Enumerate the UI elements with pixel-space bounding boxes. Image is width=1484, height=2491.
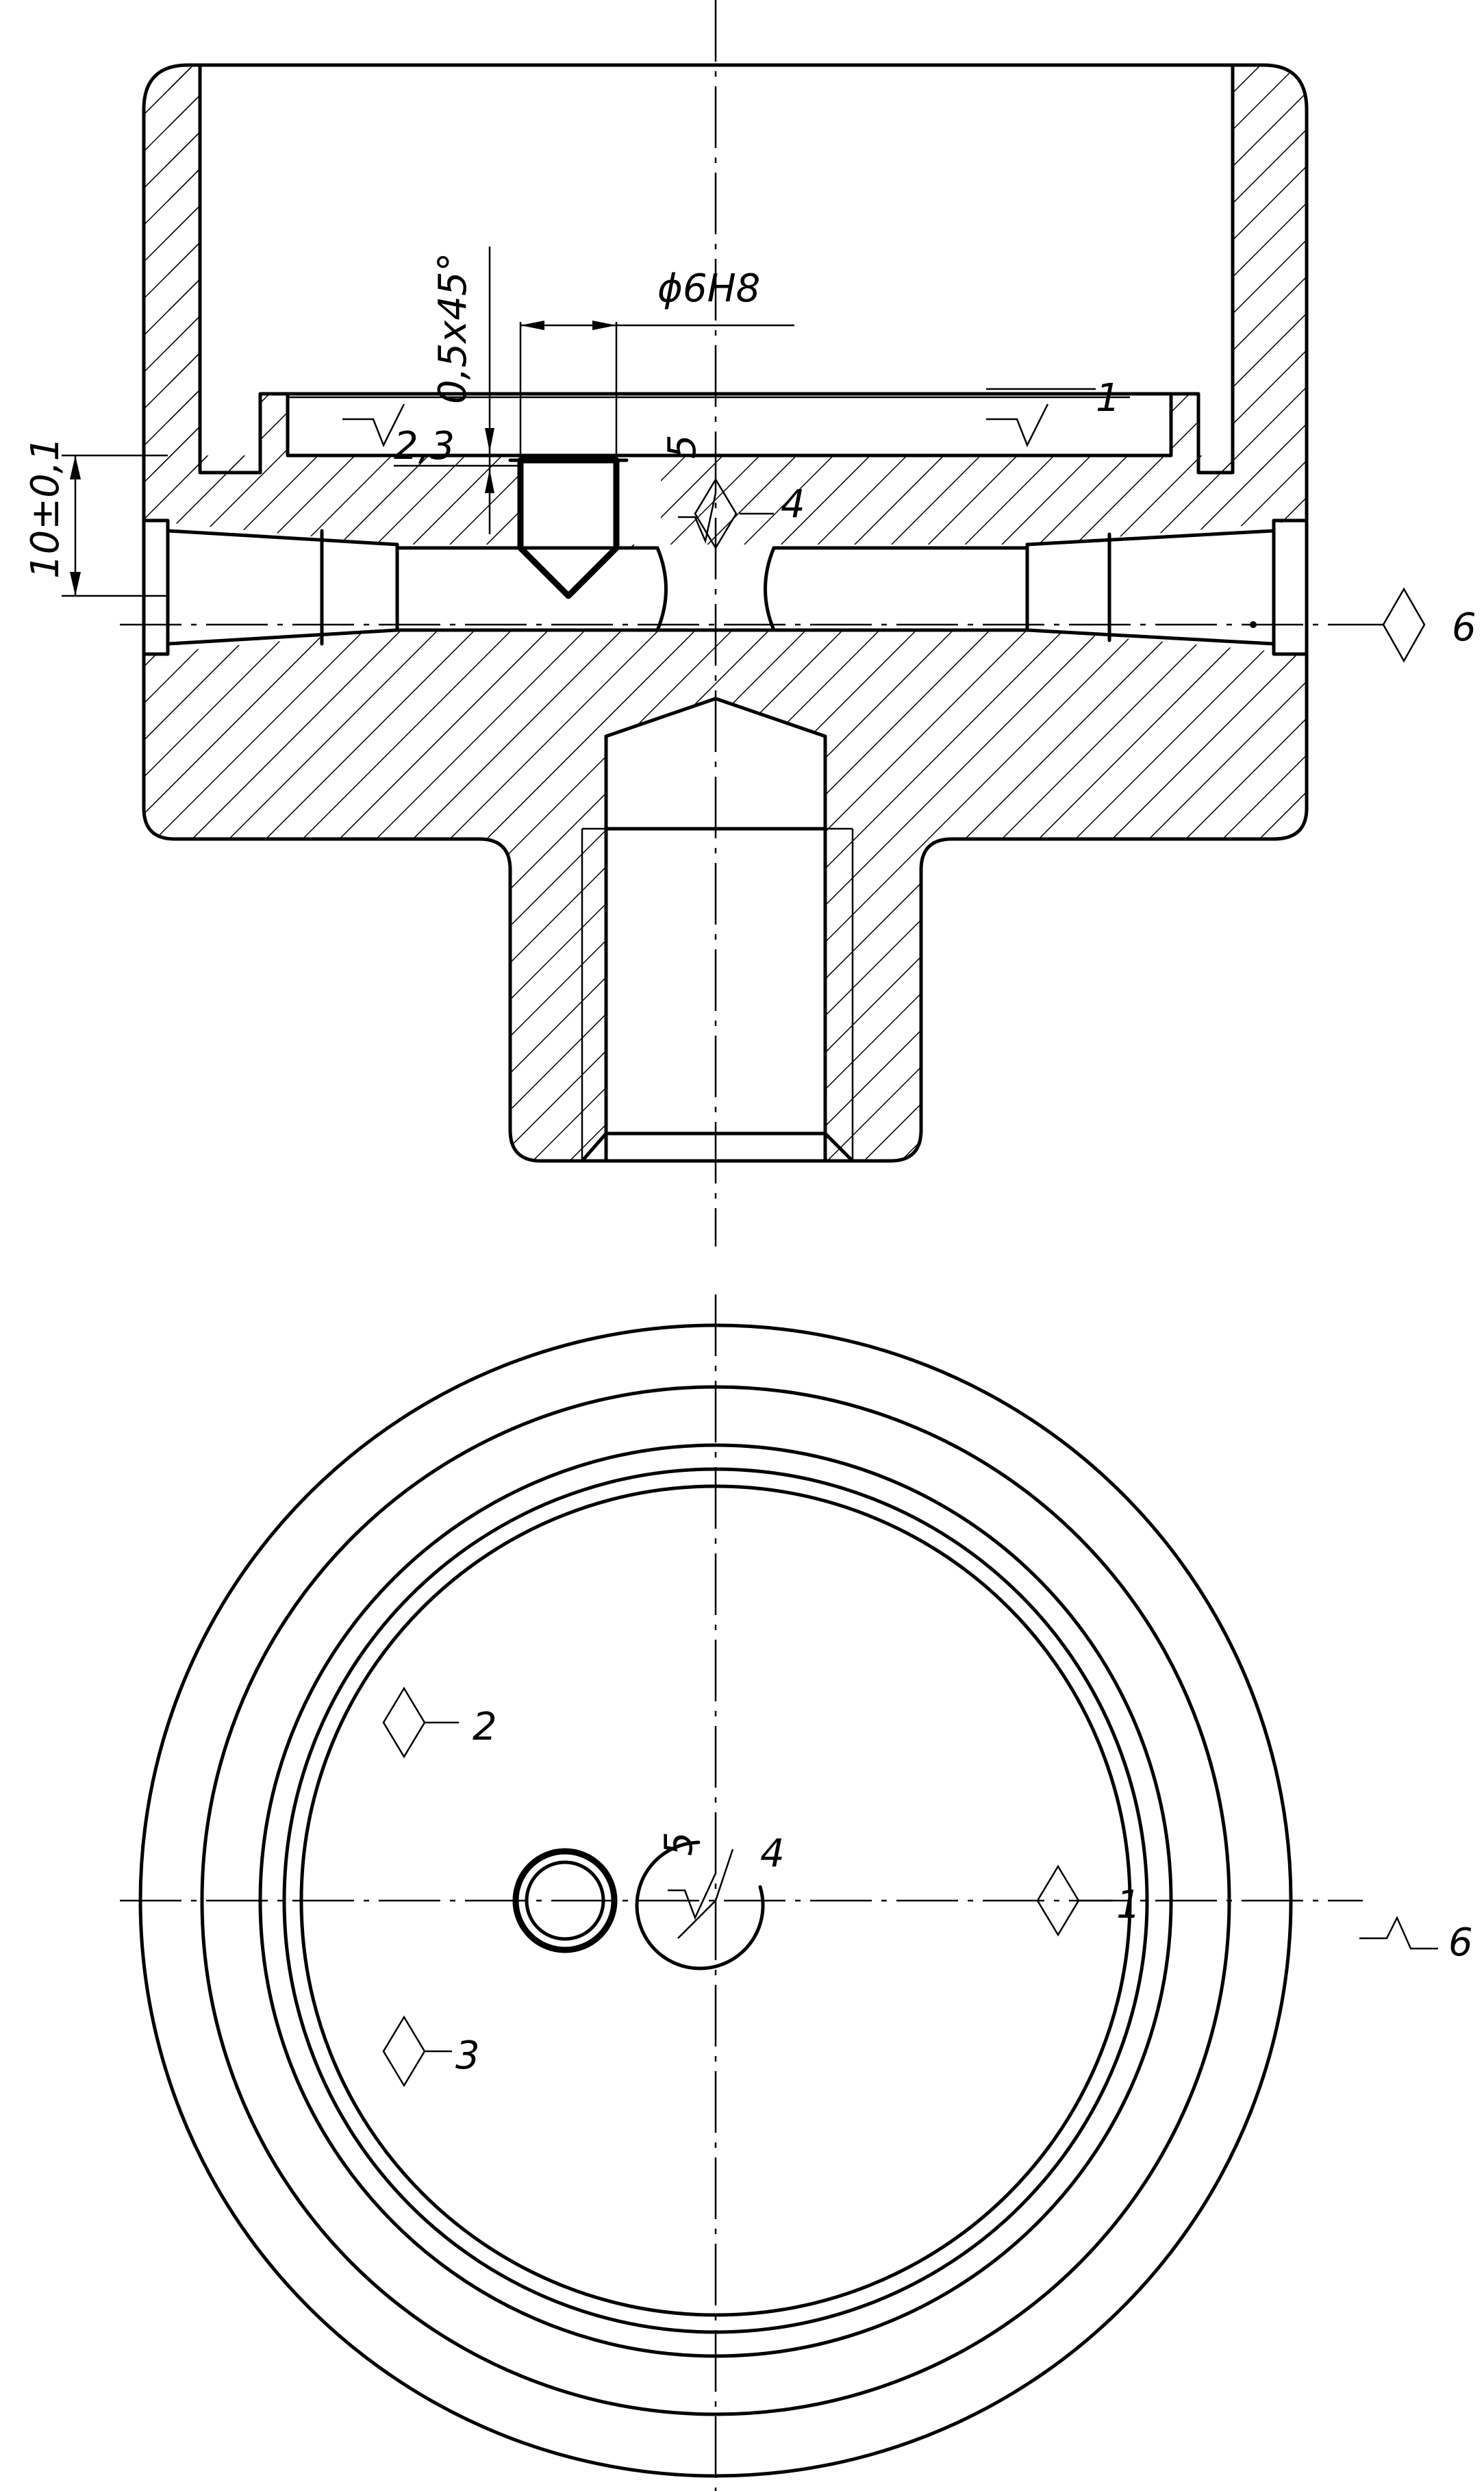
section-label-1: 1	[1096, 376, 1120, 421]
bore-diameter-dimension: ϕ6H8	[657, 266, 760, 311]
plan-label-6: 6	[1448, 1920, 1473, 1965]
plan-label-3: 3	[455, 2033, 480, 2078]
plan-label-5: 5	[657, 1831, 701, 1856]
section-outline	[142, 63, 1309, 1163]
section-voids	[144, 65, 1307, 1161]
plan-label-2: 2	[473, 1705, 497, 1749]
thickness-dimension: 10±0,1	[23, 437, 68, 579]
section-centerlines	[120, 0, 1363, 1247]
drilled-hole-inner	[525, 1860, 605, 1941]
plan-label-4: 4	[760, 1831, 785, 1876]
drilled-hole-outer	[512, 1848, 618, 1953]
plan-label-1: 1	[1116, 1883, 1141, 1927]
section-label-6: 6	[1452, 605, 1476, 650]
recess-arc	[635, 1840, 765, 1970]
section-surface-marks: 1 5 4 6	[342, 376, 1476, 663]
plan-view: 2 3 1 6 5 4	[120, 1294, 1473, 2491]
section-view: 10±0,1 ϕ6H8 0,5x45° 2,3 1 5	[23, 0, 1476, 1247]
chamfer-dimension: 0,5x45°	[431, 253, 475, 404]
plan-surface-marks: 2 3 1 6 5 4	[382, 1686, 1473, 2088]
section-dimensions: 10±0,1 ϕ6H8 0,5x45° 2,3	[23, 247, 794, 597]
step-depth-dimension: 2,3	[394, 424, 455, 468]
section-label-4: 4	[781, 482, 805, 527]
section-label-5: 5	[660, 434, 705, 459]
